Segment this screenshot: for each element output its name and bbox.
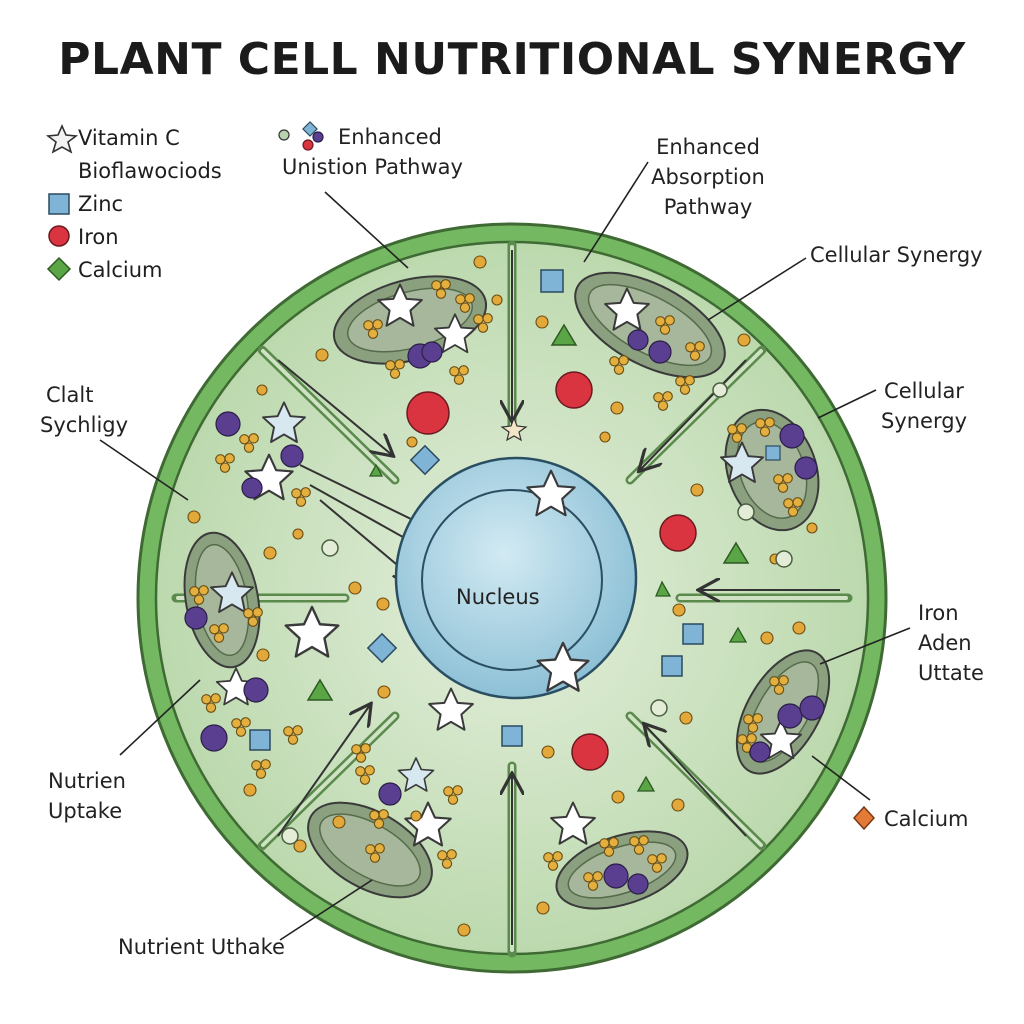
- small-star-icon: [500, 416, 528, 442]
- iron-particle: [659, 514, 697, 552]
- legend-item-iron: Iron: [44, 221, 222, 254]
- iron-particle: [571, 733, 609, 771]
- nucleus: [394, 456, 638, 700]
- pathway-molecule-icon: [278, 121, 324, 151]
- iron-legend-circle-icon: [48, 225, 70, 247]
- legend-label: Zinc: [78, 192, 124, 216]
- label-enhanced-unistion: Enhanced Unistion Pathway: [282, 125, 463, 179]
- legend-label: Calcium: [78, 258, 163, 282]
- zinc-particle: [366, 632, 398, 664]
- label-enhanced-absorption: Enhanced Absorption Pathway: [651, 135, 765, 219]
- zinc-particle: [661, 655, 683, 677]
- calcium-orange-diamond-icon: [852, 805, 876, 831]
- legend-item-calcium: Calcium: [44, 254, 222, 287]
- legend-item-vitamin-c: Vitamin C Bioflawociods: [44, 122, 222, 188]
- label-nutrien-uptake: Nutrien Uptake: [48, 769, 126, 823]
- calcium-particle: [636, 775, 656, 792]
- label-clalt-sychligy: Clalt Sychligy: [40, 383, 129, 437]
- label-cellular-synergy-top: Cellular Synergy: [810, 243, 983, 267]
- calcium-particle: [655, 580, 672, 597]
- calcium-particle: [728, 626, 748, 643]
- label-calcium-bottom: Calcium: [884, 807, 969, 831]
- legend-label: Bioflawociods: [78, 159, 222, 183]
- zinc-particle: [501, 725, 523, 747]
- label-iron-aden-uttate: Iron Aden Uttate: [918, 601, 984, 685]
- iron-particle: [406, 391, 450, 435]
- nucleus-label: Nucleus: [456, 585, 540, 609]
- label-cellular-synergy-right: Cellular Synergy: [880, 379, 967, 433]
- uptake-arrows: [277, 250, 840, 945]
- label-nutrient-uthake: Nutrient Uthake: [118, 935, 285, 959]
- legend-item-zinc: Zinc: [44, 188, 222, 221]
- vitamin-c-legend-star-icon: [45, 124, 79, 154]
- iron-particle: [555, 371, 593, 409]
- zinc-particle: [540, 269, 564, 293]
- label-leader-lines: [99, 161, 911, 941]
- calcium-particle: [722, 541, 750, 564]
- calcium-particle: [368, 463, 384, 477]
- nuclear-envelope-inner: [421, 489, 603, 671]
- page-title: PLANT CELL NUTRITIONAL SYNERGY: [58, 34, 966, 85]
- legend: Vitamin C Bioflawociods Zinc Iron Calciu…: [44, 122, 222, 287]
- zinc-particle: [409, 444, 441, 476]
- calcium-particle: [550, 323, 578, 346]
- legend-label: Iron: [78, 225, 119, 249]
- zinc-particle: [682, 623, 704, 645]
- legend-label: Vitamin C: [78, 126, 180, 150]
- calcium-particle: [306, 678, 334, 701]
- calcium-legend-diamond-icon: [46, 256, 72, 282]
- zinc-legend-square-icon: [48, 193, 70, 215]
